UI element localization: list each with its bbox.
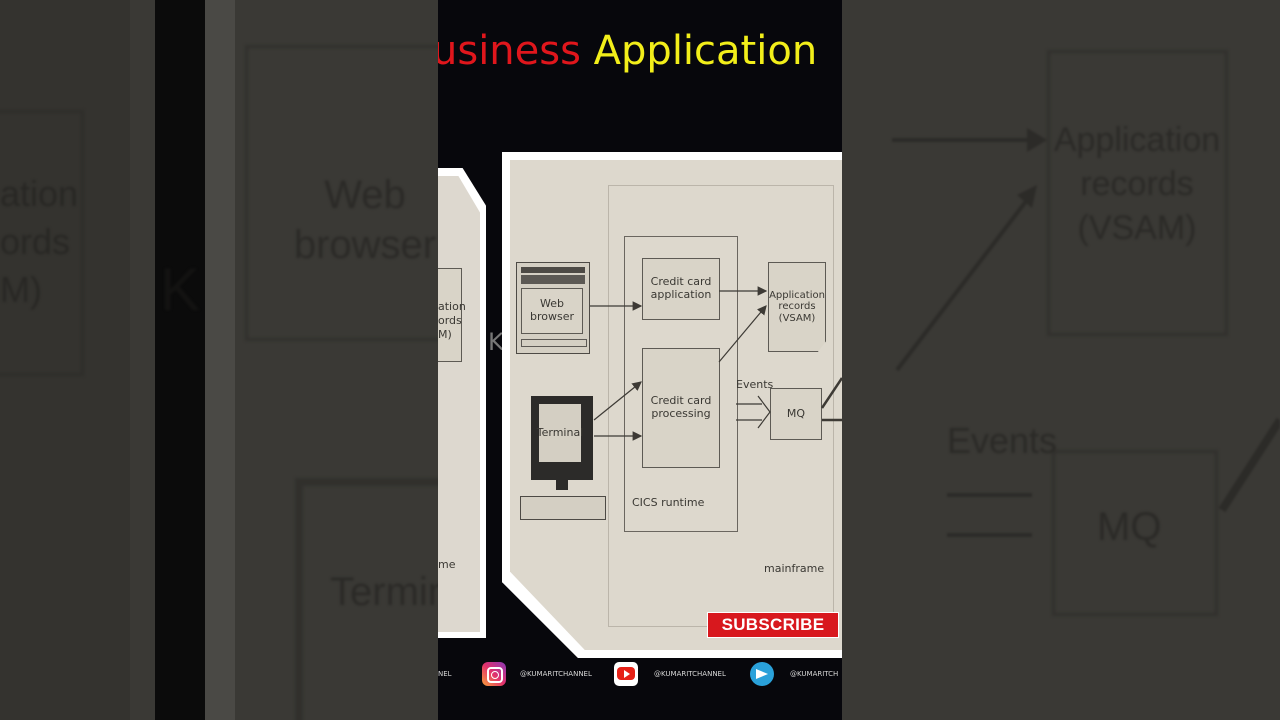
bg-application-records-text: Application records (VSAM)	[1053, 121, 1221, 247]
previous-terminal-text: me	[438, 558, 456, 571]
browser-nav-bar	[521, 275, 585, 284]
telegram-handle[interactable]: @KUMARITCH	[790, 670, 839, 678]
events-double-arrow	[736, 395, 771, 429]
credit-card-application-box: Credit card application	[642, 258, 720, 320]
bg-terminal-box	[295, 478, 438, 720]
subscribe-button[interactable]: SUBSCRIBE	[707, 612, 839, 638]
browser-toolbar	[521, 267, 585, 273]
bg-records-text: ation ords M)	[0, 173, 79, 310]
terminal-keyboard	[520, 496, 606, 520]
bg-terminal-text: Termina	[330, 570, 438, 614]
right-blurred-background: Application records (VSAM) Events MQ	[842, 0, 1280, 720]
diagram-arrows	[590, 286, 842, 441]
credit-card-processing-box: Credit card processing	[642, 348, 720, 468]
instagram-handle[interactable]: @KUMARITCHANNEL	[520, 670, 592, 678]
previous-records-box	[438, 268, 462, 362]
arrow-terminal-to-app	[593, 381, 642, 421]
cics-runtime-label: CICS runtime	[632, 496, 705, 509]
arrow-processing-to-records	[718, 305, 767, 363]
bg-records-box	[0, 110, 84, 376]
bg-events-text: Events	[947, 420, 1058, 461]
previous-records-text: ation ords M)	[438, 300, 466, 341]
left-blurred-background: ation ords M) Web browser K Termina	[0, 0, 438, 720]
bg-web-browser-box	[245, 45, 438, 341]
cics-runtime-boundary	[624, 236, 738, 532]
title-part-yellow: Application	[593, 28, 818, 74]
terminal-stand	[556, 480, 568, 490]
letter-k: K	[488, 328, 504, 356]
title-part-red: usiness	[438, 28, 581, 74]
bg-web-browser-text: Web browser	[293, 173, 437, 267]
bg-mq-text: MQ	[1097, 505, 1162, 549]
arrow-mq-diagonal	[820, 377, 842, 409]
telegram-icon[interactable]	[750, 662, 774, 686]
events-label: Events	[736, 378, 774, 391]
youtube-icon[interactable]	[614, 662, 638, 686]
application-records-box: Application records (VSAM)	[768, 262, 826, 352]
mainframe-label: mainframe	[764, 562, 825, 575]
browser-status-bar	[521, 339, 587, 347]
terminal-node: Terminal	[531, 396, 593, 480]
social-handle-left: NEL	[438, 670, 452, 678]
bg-k-text: K	[160, 256, 201, 323]
terminal-label: Terminal	[537, 404, 583, 462]
bg-arrows	[892, 128, 1280, 537]
web-browser-node: Web browser	[516, 262, 590, 354]
bg-records-box-right	[1047, 50, 1228, 336]
video-title: usiness Application	[438, 28, 817, 74]
video-frame: usiness Application ation ords M) me K W…	[438, 0, 842, 720]
mq-box: MQ	[770, 388, 822, 440]
bg-mq-box	[1052, 450, 1218, 616]
instagram-icon[interactable]	[482, 662, 506, 686]
youtube-handle[interactable]: @KUMARITCHANNEL	[654, 670, 726, 678]
previous-slide	[438, 176, 480, 632]
social-bar: NEL @KUMARITCHANNEL @KUMARITCHANNEL @KUM…	[438, 660, 842, 688]
web-browser-label: Web browser	[521, 288, 583, 334]
